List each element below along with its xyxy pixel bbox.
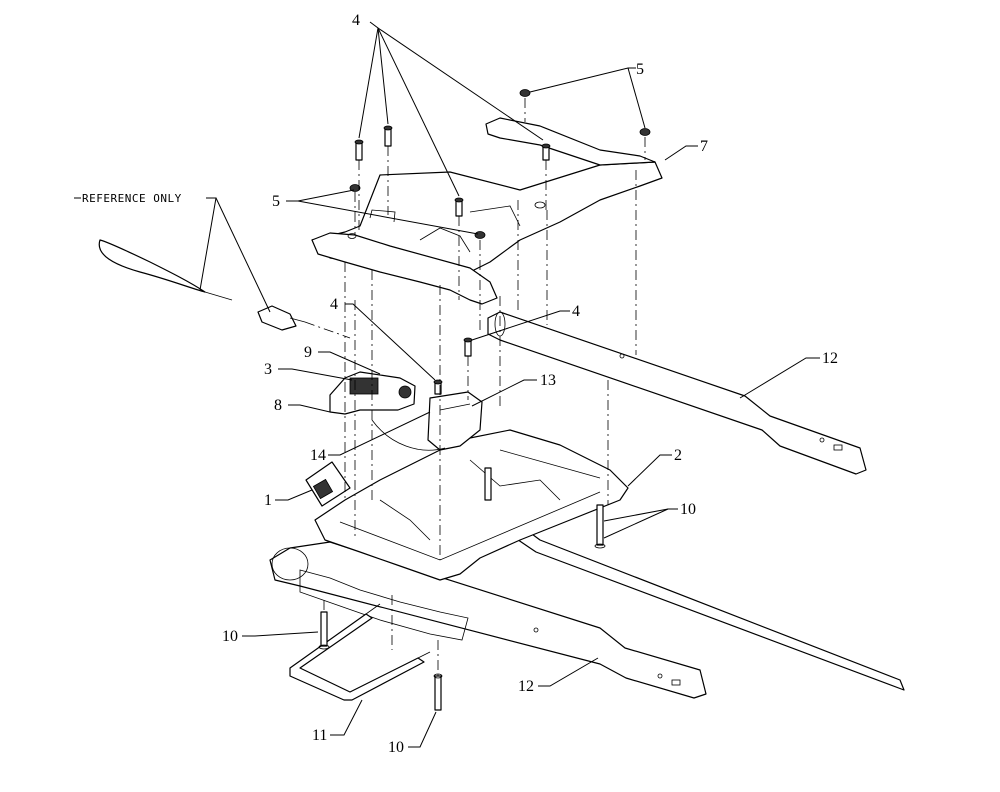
screw xyxy=(541,143,551,161)
callout-10: 10 xyxy=(222,628,238,645)
bolt xyxy=(594,504,606,549)
console-cover xyxy=(311,117,663,305)
callout-8: 8 xyxy=(274,397,282,414)
bolt xyxy=(318,611,330,650)
callout-labels: REFERENCE ONLY 4 5 7 5 4 4 9 3 8 13 12 1… xyxy=(82,12,838,756)
side-rail-lower xyxy=(269,541,707,699)
callout-10: 10 xyxy=(388,739,404,756)
control-housing xyxy=(305,391,483,507)
nut xyxy=(349,184,361,192)
base-loop-frame xyxy=(289,603,431,701)
screw xyxy=(383,125,393,147)
fasteners xyxy=(318,89,651,711)
nut xyxy=(474,231,486,239)
base-frame xyxy=(299,429,629,641)
callout-5: 5 xyxy=(636,61,644,78)
screw xyxy=(433,379,443,395)
nut xyxy=(519,89,531,97)
reference-only-note: REFERENCE ONLY xyxy=(82,192,182,205)
safety-key-tether xyxy=(98,239,351,339)
bolt xyxy=(433,673,443,711)
callout-14: 14 xyxy=(310,447,326,464)
callout-5: 5 xyxy=(272,193,280,210)
screw xyxy=(354,139,364,161)
nut xyxy=(639,128,651,136)
callout-10: 10 xyxy=(680,501,696,518)
leader-lines xyxy=(74,21,820,748)
assembly-centerlines xyxy=(323,98,646,676)
controller-assembly xyxy=(329,371,446,451)
callout-13: 13 xyxy=(540,372,556,389)
callout-4: 4 xyxy=(572,303,580,320)
callout-12: 12 xyxy=(822,350,838,367)
callout-4: 4 xyxy=(330,296,338,313)
screw xyxy=(463,337,473,357)
callout-12: 12 xyxy=(518,678,534,695)
callout-2: 2 xyxy=(674,447,682,464)
callout-3: 3 xyxy=(264,361,272,378)
bolt xyxy=(484,467,492,501)
callout-9: 9 xyxy=(304,344,312,361)
screw xyxy=(454,197,464,217)
callout-4: 4 xyxy=(352,12,360,29)
callout-11: 11 xyxy=(312,727,327,744)
callout-1: 1 xyxy=(264,492,272,509)
callout-7: 7 xyxy=(700,138,708,155)
